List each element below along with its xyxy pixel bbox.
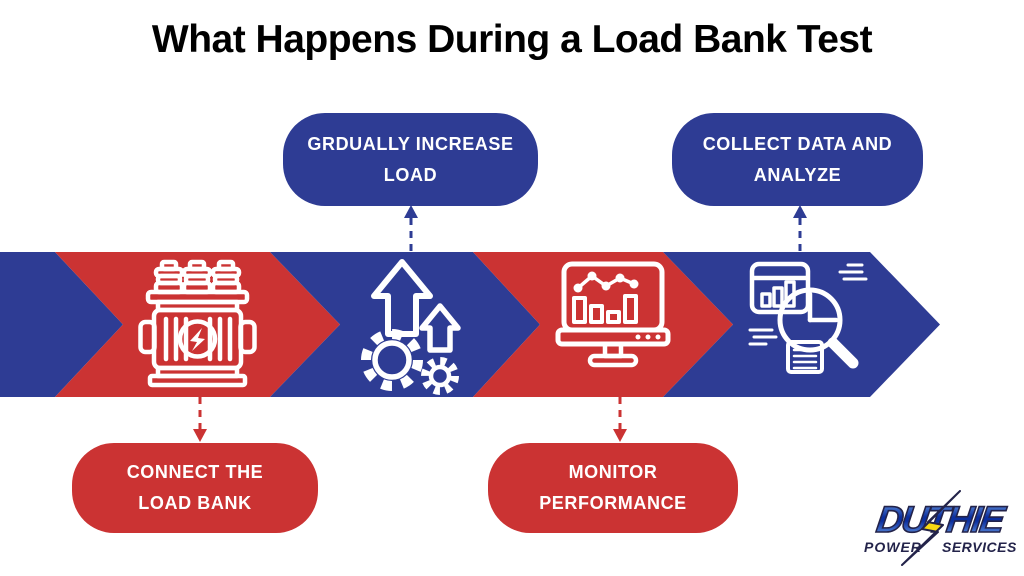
step-bubble-connect-load-bank: CONNECT THE LOAD BANK <box>72 443 318 533</box>
step-label-line: COLLECT DATA AND <box>702 133 893 154</box>
chevron-segment-2 <box>270 252 540 397</box>
step-bubble-collect-data-analyze: COLLECT DATA AND ANALYZE <box>672 113 923 206</box>
increase-load-icon <box>361 259 461 395</box>
logo-sub-services: SERVICES <box>942 539 1016 555</box>
connector-increase-load <box>404 205 418 252</box>
step-label-line: MONITOR <box>568 462 658 482</box>
connector-monitor-performance <box>613 397 627 442</box>
step-bubble-monitor-performance: MONITOR PERFORMANCE <box>488 443 738 533</box>
step-label-line: LOAD BANK <box>138 493 252 513</box>
chevron-segment-4 <box>663 252 940 397</box>
duthie-power-services-logo: DUTHIE POWER SERVICES <box>856 490 1016 570</box>
step-bubble-gradually-increase-load: GRDUALLY INCREASE LOAD <box>283 113 538 206</box>
monitor-performance-icon <box>555 261 671 368</box>
step-label-line: GRDUALLY INCREASE <box>307 133 514 154</box>
chevron-segment-start <box>0 252 123 397</box>
logo-sub-power: POWER <box>864 539 922 555</box>
connector-connect-load-bank <box>193 397 207 442</box>
analyze-data-icon <box>748 261 868 374</box>
load-bank-icon <box>138 259 257 388</box>
lightning-bolt-icon <box>901 490 961 566</box>
step-label-line: LOAD <box>383 164 438 185</box>
connector-collect-data <box>793 205 807 252</box>
logo-wordmark: DUTHIE <box>874 498 1009 540</box>
page-title: What Happens During a Load Bank Test <box>151 18 873 61</box>
step-label-line: ANALYZE <box>753 164 842 185</box>
chevron-segment-3 <box>473 252 733 397</box>
chevron-segment-1 <box>55 252 340 397</box>
step-label-line: CONNECT THE <box>126 462 264 482</box>
step-label-line: PERFORMANCE <box>539 493 687 513</box>
